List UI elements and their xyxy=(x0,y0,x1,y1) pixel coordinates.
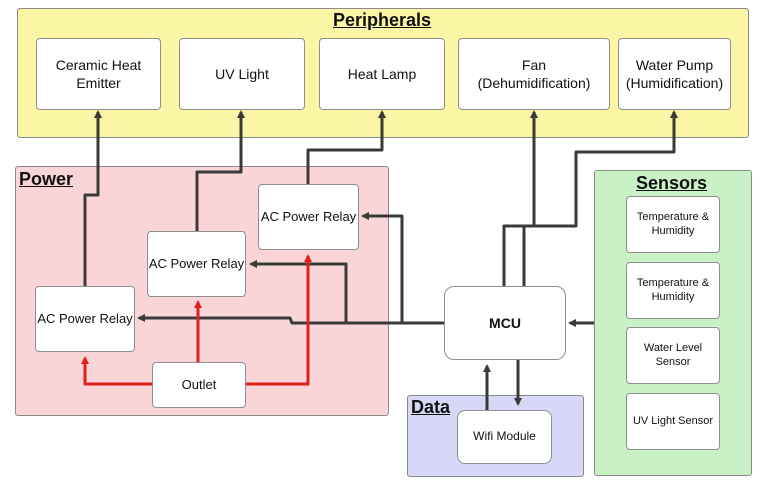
uv-light-sensor: UV Light Sensor xyxy=(626,393,720,450)
temperature-humidity-sensor-2: Temperature & Humidity xyxy=(626,262,720,319)
ac-power-relay-3: AC Power Relay xyxy=(258,184,359,250)
peripherals-title: Peripherals xyxy=(333,10,432,30)
wifi-module-box: Wifi Module xyxy=(457,410,552,464)
ceramic-heat-emitter-box: Ceramic Heat Emitter xyxy=(36,38,161,110)
heat-lamp-box: Heat Lamp xyxy=(319,38,445,110)
wire-mcu-to-fan xyxy=(502,110,538,286)
sensors-title: Sensors xyxy=(636,173,708,193)
uv-light-box: UV Light xyxy=(179,38,305,110)
ac-power-relay-1: AC Power Relay xyxy=(35,286,135,352)
mcu-box: MCU xyxy=(444,286,566,360)
water-level-sensor: Water Level Sensor xyxy=(626,327,720,384)
outlet-box: Outlet xyxy=(152,362,246,408)
power-title: Power xyxy=(19,169,74,189)
water-pump-box: Water Pump (Humidification) xyxy=(618,38,731,110)
ac-power-relay-2: AC Power Relay xyxy=(147,231,246,297)
temperature-humidity-sensor-1: Temperature & Humidity xyxy=(626,196,720,253)
fan-box: Fan (Dehumidification) xyxy=(458,38,610,110)
data-title: Data xyxy=(411,397,451,417)
